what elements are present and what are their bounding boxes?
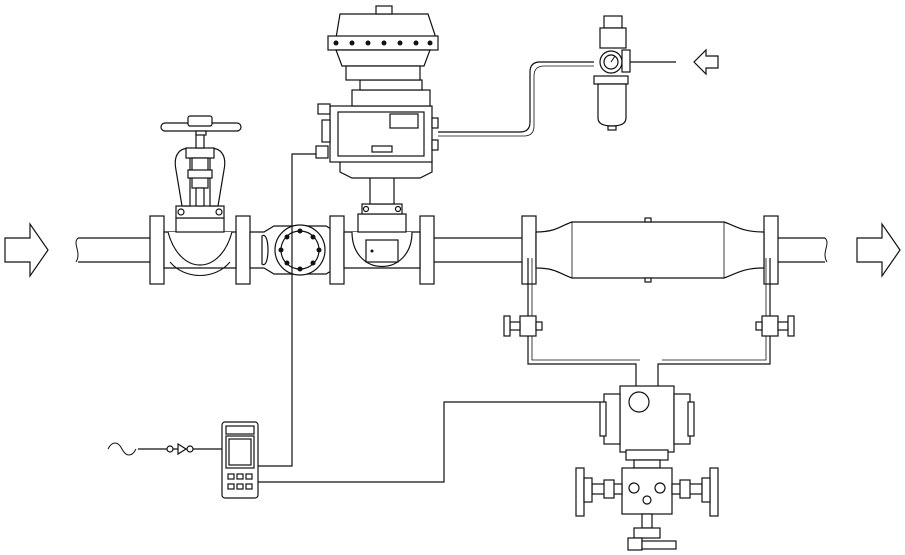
impulse-root-valves: [503, 258, 795, 392]
air-tubing: [438, 61, 594, 137]
flow-arrow-out: [856, 222, 901, 278]
main-pipe: [75, 237, 828, 263]
flow-meter-tube: [521, 215, 779, 285]
pneumatic-actuator: [327, 5, 439, 81]
air-supply-arrow: [693, 48, 719, 76]
air-filter-regulator: [593, 15, 676, 131]
flow-computer: [221, 421, 259, 499]
globe-shutoff-valve: [149, 115, 251, 285]
flow-arrow-in: [4, 222, 49, 278]
five-valve-manifold: [575, 467, 719, 551]
power-supply-symbol: [107, 442, 194, 456]
differential-pressure-transmitter: [599, 385, 695, 469]
control-valve-body: [329, 163, 435, 285]
valve-positioner: [315, 79, 439, 179]
temperature-sensor: [249, 224, 337, 276]
